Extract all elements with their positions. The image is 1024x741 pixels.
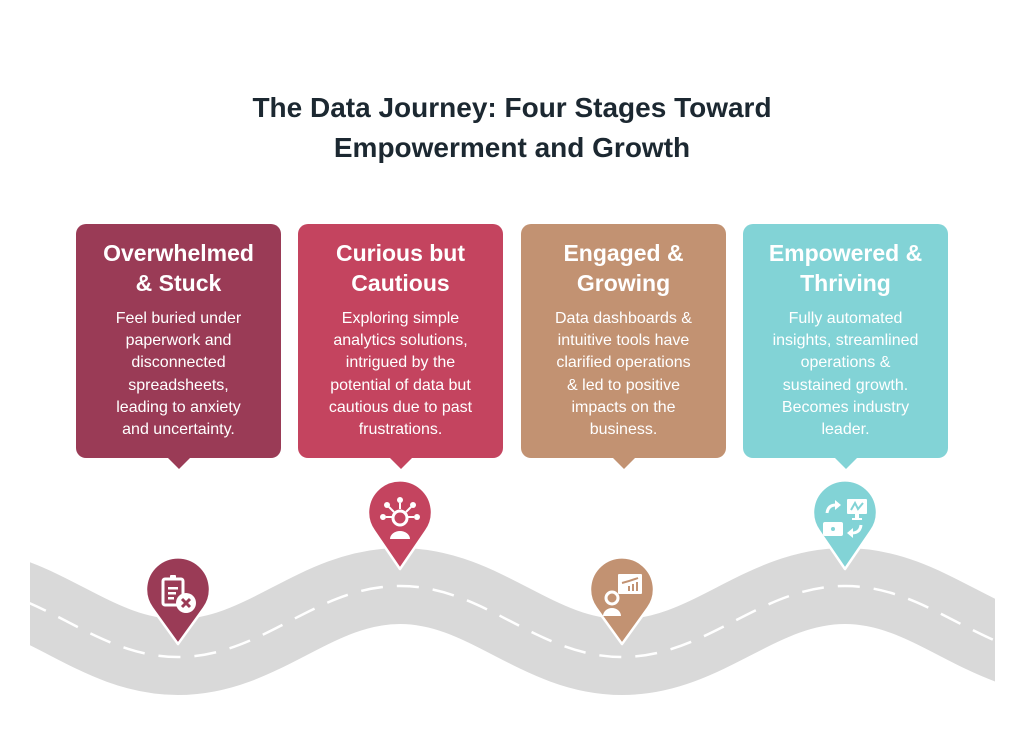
stage-description-line: business. [589, 421, 658, 439]
stage-description-line: frustrations. [358, 421, 443, 439]
clipboard-x-icon [161, 575, 196, 613]
stage-description-line: disconnected [131, 354, 226, 372]
stage-description-line: clarified operations [556, 354, 691, 372]
stage-description-line: leading to anxiety [116, 398, 241, 416]
stage-description-line: sustained growth. [782, 376, 909, 394]
stage-title-line: Engaged & [563, 240, 684, 266]
stage-description-line: leader. [821, 421, 870, 439]
page-title: The Data Journey: Four Stages Toward Emp… [0, 88, 1024, 168]
stage-description-line: insights, streamlined [772, 332, 919, 350]
stage-description: Exploring simple analytics solutions, intr… [298, 308, 503, 441]
stage-description-line: impacts on the [571, 398, 676, 416]
stage-description-line: spreadsheets, [128, 376, 229, 394]
stage-description-line: cautious due to past [328, 398, 473, 416]
person-dashboard-icon [603, 574, 642, 616]
stage-description-line: Data dashboards & [555, 310, 692, 327]
stage-title: Engaged & Growing [521, 238, 726, 298]
road-center-dashes [30, 584, 995, 659]
stage-title: Empowered & Thriving [743, 238, 948, 298]
stage-title-line: Growing [576, 270, 671, 296]
stage-description-line: potential of data but [330, 376, 471, 394]
stage-description-line: operations & [800, 354, 891, 372]
stage-title-line: Cautious [351, 270, 450, 296]
stage-title-line: Curious but [335, 240, 466, 266]
stage-title-line: Thriving [800, 270, 891, 296]
stage-title-line: Empowered & [768, 240, 923, 266]
title-line: The Data Journey: Four Stages Toward [252, 92, 772, 123]
pin-stage-1 [144, 556, 212, 646]
pin-stage-2 [366, 479, 434, 571]
stage-description-line: and uncertainty. [122, 421, 235, 439]
stage-title-line: & Stuck [135, 270, 222, 296]
stage-description-line: & led to positive [567, 376, 680, 394]
person-network-icon [380, 497, 420, 539]
title-line: Empowerment and Growth [333, 132, 691, 163]
stage-description-line: intrigued by the [345, 354, 456, 372]
stage-description-line: paperwork and [125, 332, 232, 350]
stage-description: Data dashboards & intuitive tools have cla… [521, 308, 726, 441]
stage-description: Feel buried under paperwork and disconnect… [76, 308, 281, 441]
stage-description: Fully automated insights, streamlined oper… [743, 308, 948, 441]
stage-description-line: intuitive tools have [557, 332, 690, 350]
pin-stage-3 [588, 556, 656, 646]
stage-title: Overwhelmed & Stuck [76, 238, 281, 298]
stage-description-line: Becomes industry [781, 398, 910, 416]
stage-description-line: Fully automated [788, 310, 903, 327]
stage-title-line: Overwhelmed [103, 240, 254, 266]
stage-description-line: Feel buried under [115, 310, 242, 327]
automation-exchange-icon [823, 499, 867, 538]
stage-description-line: analytics solutions, [333, 332, 468, 350]
stage-description-line: Exploring simple [341, 310, 460, 327]
pin-stage-4 [811, 479, 879, 571]
